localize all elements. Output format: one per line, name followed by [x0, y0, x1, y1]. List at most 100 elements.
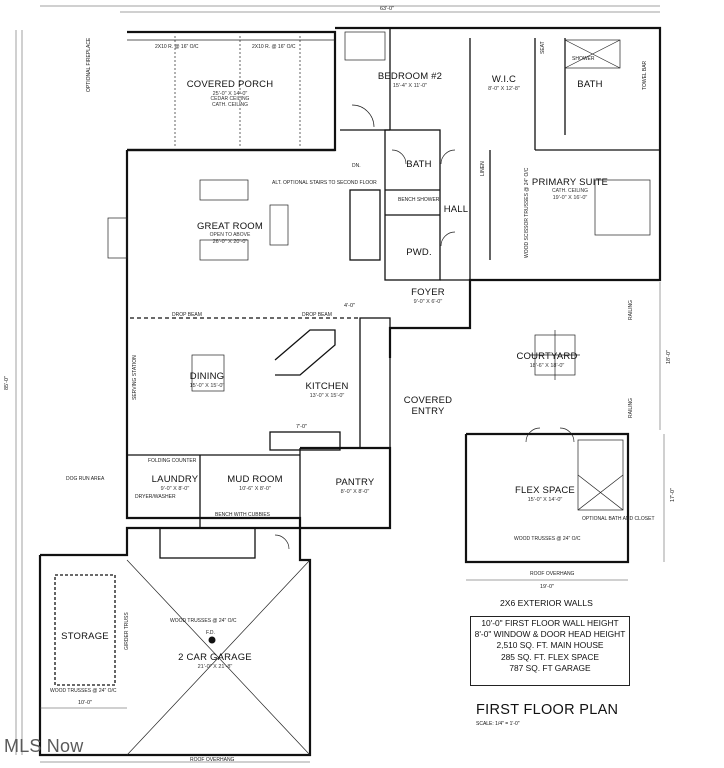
- garage-truss-note: WOOD TRUSSES @ 24" O/C: [170, 618, 237, 624]
- garage-left-dimension: 10'-0": [78, 700, 93, 706]
- foyer-offset-dimension: 4'-0": [344, 303, 355, 309]
- room-dims: 15'-0" X 14'-0": [527, 496, 563, 503]
- storage-truss-note: WOOD TRUSSES @ 24" O/C: [50, 688, 117, 694]
- optional-fireplace-note: OPTIONAL FIREPLACE: [86, 37, 92, 92]
- room-kitchen: KITCHEN 13'-0" X 15'-0": [302, 381, 352, 399]
- drawing-title: FIRST FLOOR PLAN: [476, 702, 619, 718]
- fixtures: [107, 31, 651, 756]
- room-courtyard: COURTYARD 18'-6" X 18'-0": [515, 351, 579, 369]
- girder-truss-note: GIRDER TRUSS: [124, 612, 130, 650]
- room-dims: 19'-0" X 16'-0": [552, 194, 588, 201]
- dimension-lines: [15, 5, 665, 763]
- overall-depth-dimension: 85'-0": [4, 375, 10, 390]
- kitchen-island-dimension: 7'-0": [296, 424, 307, 430]
- room-great-room: GREAT ROOM OPEN TO ABOVE 26'-0" X 20'-0": [190, 221, 270, 245]
- room-name: COURTYARD: [516, 351, 578, 362]
- room-dims: 18'-6" X 18'-0": [529, 362, 565, 369]
- room-garage: 2 CAR GARAGE 21'-0" X 21'-8": [175, 652, 255, 670]
- room-name: PWD.: [406, 247, 432, 258]
- drop-beam-note: DROP BEAM: [172, 312, 202, 318]
- railing-note: RAILING: [628, 299, 634, 320]
- room-hall: HALL: [442, 204, 470, 216]
- room-bedroom-2: BEDROOM #2 15'-4" X 11'-0": [370, 71, 450, 89]
- optional-bath-note: OPTIONAL BATH AND CLOSET: [582, 516, 655, 522]
- room-name: 2 CAR GARAGE: [178, 652, 252, 663]
- room-name: BATH: [406, 159, 432, 170]
- room-name: BATH: [577, 79, 603, 90]
- room-mud-room: MUD ROOM 10'-6" X 8'-0": [225, 474, 285, 492]
- folding-counter-note: FOLDING COUNTER: [148, 458, 197, 464]
- room-powder: PWD.: [404, 247, 434, 259]
- bench-shower-note: BENCH SHOWER: [398, 197, 440, 203]
- spec-heading: 2X6 EXTERIOR WALLS: [500, 598, 593, 608]
- stairs-note: ALT. OPTIONAL STAIRS TO SECOND FLOOR: [272, 180, 377, 186]
- room-covered-porch: COVERED PORCH 25'-0" X 14'-0" CEDAR CEIL…: [180, 79, 280, 109]
- room-laundry: LAUNDRY 9'-0" X 8'-0": [150, 474, 200, 492]
- serving-station-note: SERVING STATION: [132, 355, 138, 400]
- spec-line: 8'-0" WINDOW & DOOR HEAD HEIGHT: [474, 629, 626, 640]
- room-dims: 9'-0" X 6'-0": [413, 298, 443, 305]
- bench-cubbies-note: BENCH WITH CUBBIES: [215, 512, 271, 518]
- spec-line: 2,510 SQ. FT. MAIN HOUSE: [496, 640, 604, 651]
- room-dims: 10'-6" X 8'-0": [239, 485, 271, 492]
- room-pantry: PANTRY 8'-0" X 8'-0": [330, 477, 380, 495]
- room-dims: 15'-4" X 11'-0": [392, 82, 428, 89]
- room-name: HALL: [443, 204, 469, 215]
- shower-note: SHOWER: [572, 56, 595, 62]
- spec-line: 285 SQ. FT. FLEX SPACE: [500, 651, 600, 662]
- room-note: CATH. CEILING: [551, 187, 589, 194]
- stairs-down-note: DN.: [352, 163, 361, 169]
- room-dims: 13'-0" X 15'-0": [309, 392, 345, 399]
- interior-walls: [54, 28, 660, 686]
- room-primary-bath: BATH: [570, 79, 610, 91]
- room-note: CATH. CEILING: [211, 101, 249, 108]
- room-name: BEDROOM #2: [377, 71, 443, 82]
- drawing-scale: SCALE: 1/4" = 1'-0": [476, 721, 520, 727]
- room-name: COVERED: [403, 395, 453, 406]
- room-name: PANTRY: [335, 477, 375, 488]
- flex-width-dimension: 19'-0": [540, 584, 555, 590]
- room-name: W.I.C: [491, 74, 517, 85]
- floor-drain-note: F.D.: [206, 630, 215, 636]
- room-note: OPEN TO ABOVE: [209, 231, 251, 238]
- seat-note: SEAT: [540, 41, 546, 54]
- scissor-truss-note: WOOD SCISSOR TRUSSES @ 24" O/C: [524, 167, 530, 258]
- room-flex-space: FLEX SPACE 15'-0" X 14'-0": [510, 485, 580, 503]
- room-name: PRIMARY SUITE: [531, 177, 609, 188]
- room-dining: DINING 15'-0" X 15'-0": [182, 371, 232, 389]
- room-name: GREAT ROOM: [196, 221, 264, 232]
- railing-note: RAILING: [628, 397, 634, 418]
- flex-overhang-note: ROOF OVERHANG: [530, 571, 575, 577]
- watermark-logo: MLS Now: [4, 736, 84, 756]
- room-name: ENTRY: [411, 405, 445, 417]
- overall-width-dimension: 63'-0": [380, 6, 395, 12]
- room-dims: 9'-0" X 8'-0": [160, 485, 190, 492]
- towel-bar-note: TOWEL BAR: [642, 60, 648, 90]
- room-dims: 25'-0" X 14'-0": [212, 90, 248, 97]
- room-name: STORAGE: [61, 631, 109, 642]
- garage-overhang-note: ROOF OVERHANG: [190, 757, 235, 763]
- spec-line: 10'-0" FIRST FLOOR WALL HEIGHT: [481, 618, 619, 628]
- room-name: FOYER: [411, 287, 445, 298]
- flex-depth-dimension: 17'-0": [670, 487, 676, 502]
- room-bath: BATH: [404, 159, 434, 171]
- room-storage: STORAGE: [60, 631, 110, 643]
- linen-note: LINEN: [480, 161, 486, 176]
- courtyard-depth-dimension: 18'-0": [666, 349, 672, 364]
- room-foyer: FOYER 9'-0" X 6'-0": [408, 287, 448, 305]
- room-dims: 26'-0" X 20'-0": [212, 238, 248, 245]
- porch-rafter-note: 2X10 R. @ 16" O/C: [155, 44, 199, 50]
- spec-box: 10'-0" FIRST FLOOR WALL HEIGHT 8'-0" WIN…: [470, 616, 630, 686]
- room-dims: 8'-0" X 12'-8": [488, 85, 520, 92]
- dog-run-note: DOG RUN AREA: [66, 476, 105, 482]
- room-note: CEDAR CEILING: [210, 96, 250, 103]
- room-dims: 15'-0" X 15'-0": [189, 382, 225, 389]
- room-name: KITCHEN: [305, 381, 349, 392]
- room-name: DINING: [189, 371, 225, 382]
- room-name: FLEX SPACE: [515, 485, 575, 496]
- spec-line: 787 SQ. FT GARAGE: [509, 662, 591, 673]
- room-primary-suite: PRIMARY SUITE CATH. CEILING 19'-0" X 16'…: [525, 177, 615, 201]
- dryer-washer-note: DRYER/WASHER: [135, 494, 176, 500]
- room-name: LAUNDRY: [151, 474, 199, 485]
